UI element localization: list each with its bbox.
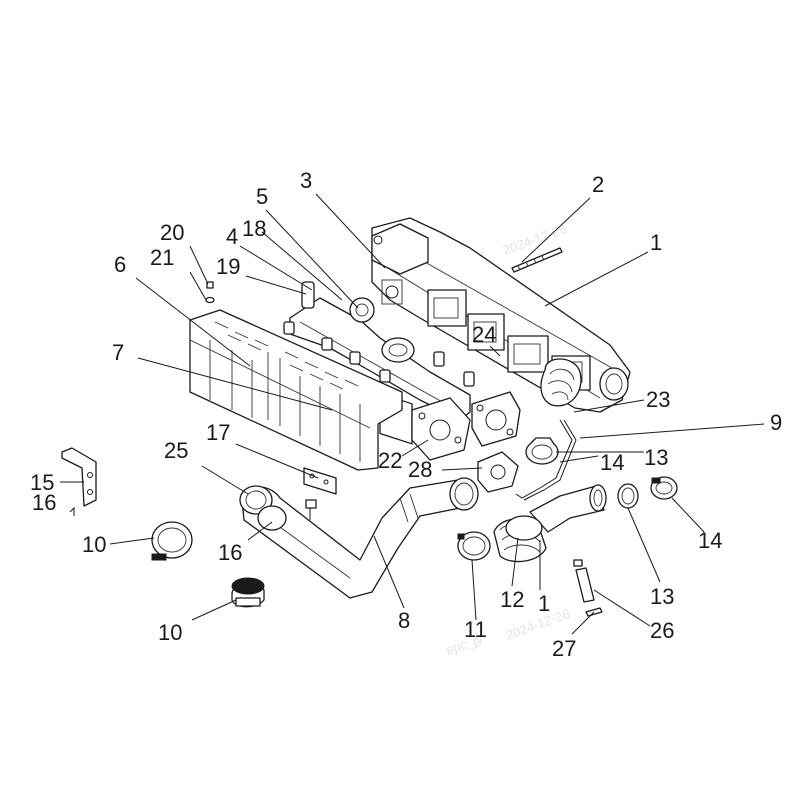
cooling-pipe-assembly	[283, 281, 475, 421]
callout-17: 17	[206, 420, 230, 445]
callout-6: 6	[114, 252, 126, 277]
callout-5: 5	[256, 184, 268, 209]
callout-labels: 1 2 3 4 5 6 7 8 9 10 10 11 12 1 13 13 14…	[30, 168, 782, 661]
callout-4: 4	[226, 224, 238, 249]
callout-19: 19	[216, 254, 240, 279]
exhaust-manifold-assembly	[371, 217, 631, 445]
callout-10: 10	[82, 532, 106, 557]
callout-27: 27	[552, 636, 576, 661]
right-clamps	[617, 476, 678, 509]
leader-lines	[60, 193, 765, 635]
long-stud-part	[511, 247, 563, 273]
mounting-plate	[303, 467, 337, 520]
callout-10: 10	[158, 620, 182, 645]
elbow-pipe	[529, 484, 607, 533]
callout-21: 21	[150, 245, 174, 270]
callout-28: 28	[408, 457, 432, 482]
clamps-and-hoses-upper	[515, 419, 577, 501]
screw-washer-parts	[205, 281, 215, 304]
lower-left-clamps	[151, 521, 265, 608]
callout-18: 18	[242, 216, 266, 241]
callout-3: 3	[300, 168, 312, 193]
flange-plates	[411, 391, 521, 493]
callout-16: 16	[32, 490, 56, 515]
callout-14: 14	[698, 528, 722, 553]
callout-2: 2	[592, 172, 604, 197]
callout-12: 12	[500, 587, 524, 612]
callout-9: 9	[770, 410, 782, 435]
exhaust-pipe	[239, 477, 479, 599]
callout-13: 13	[644, 445, 668, 470]
callout-13: 13	[650, 584, 674, 609]
callout-1: 1	[538, 591, 550, 616]
callout-25: 25	[164, 438, 188, 463]
callout-7: 7	[112, 340, 124, 365]
callout-14: 14	[600, 450, 624, 475]
callout-1: 1	[650, 230, 662, 255]
callout-24: 24	[472, 322, 496, 347]
heat-shield	[189, 309, 403, 471]
callout-11: 11	[464, 617, 487, 642]
callout-8: 8	[398, 608, 410, 633]
pins	[573, 559, 603, 617]
callout-26: 26	[650, 618, 674, 643]
callout-20: 20	[160, 220, 184, 245]
callout-22: 22	[378, 448, 402, 473]
support-bracket	[61, 447, 97, 516]
callout-23: 23	[646, 387, 670, 412]
callout-16: 16	[218, 540, 242, 565]
callout-15: 15	[30, 470, 54, 495]
lower-clamps-bellows	[457, 515, 547, 563]
